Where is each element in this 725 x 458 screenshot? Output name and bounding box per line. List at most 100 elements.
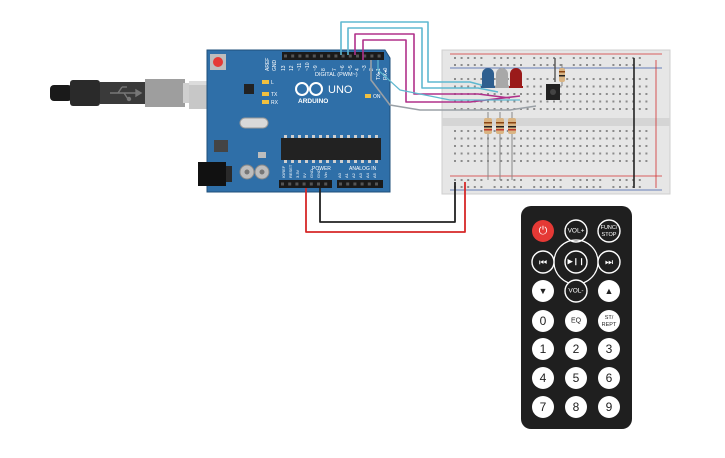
wire-magenta-2[interactable] bbox=[362, 39, 521, 103]
breadboard-hole bbox=[599, 57, 602, 59]
breadboard-hole bbox=[553, 78, 555, 80]
breadboard-hole bbox=[520, 145, 522, 147]
breadboard-hole bbox=[605, 145, 608, 147]
pin-label-6: ~6 bbox=[340, 65, 346, 71]
breadboard-hole bbox=[586, 179, 588, 181]
led-label-rx: RX bbox=[271, 100, 279, 106]
eq-button[interactable]: EQ bbox=[565, 310, 587, 332]
breadboard-hole bbox=[566, 152, 569, 155]
button-4[interactable]: 4 bbox=[532, 367, 554, 389]
st-rept-button[interactable]: ST/ REPT bbox=[598, 310, 620, 332]
breadboard-hole bbox=[500, 108, 503, 110]
breadboard-hole bbox=[605, 100, 608, 103]
button-8[interactable]: 8 bbox=[565, 396, 587, 418]
button-6[interactable]: 6 bbox=[598, 367, 620, 389]
breadboard-hole bbox=[638, 179, 641, 181]
breadboard-hole bbox=[526, 160, 529, 162]
button-2[interactable]: 2 bbox=[565, 338, 587, 360]
wire-cyan-2[interactable] bbox=[347, 27, 499, 93]
chip-leg bbox=[291, 135, 294, 138]
ir-remote[interactable]: ⏻ VOL+ FUNC/ STOP ⏮ ▶❙❙ ⏭ ▼ bbox=[521, 206, 632, 429]
next-button[interactable]: ⏭ bbox=[597, 250, 621, 274]
prev-icon: ⏮ bbox=[539, 257, 547, 267]
analog-label-a0: A0 bbox=[337, 172, 342, 178]
power-button[interactable]: ⏻ bbox=[532, 220, 554, 242]
arduino-uno-board[interactable]: AREF GND 13 12 ~11 ~10 ~9 8 7 ~6 ~5 4 ~3… bbox=[198, 49, 391, 193]
breadboard-hole bbox=[520, 137, 522, 140]
analog-header[interactable] bbox=[337, 180, 383, 188]
vol-down-button[interactable]: VOL- bbox=[564, 279, 588, 303]
breadboard-hole bbox=[500, 64, 503, 66]
down-button[interactable]: ▼ bbox=[532, 280, 554, 302]
breadboard-hole bbox=[625, 57, 628, 59]
vol-up-button[interactable]: VOL+ bbox=[564, 219, 588, 243]
button-3[interactable]: 3 bbox=[598, 338, 620, 360]
prev-button[interactable]: ⏮ bbox=[531, 250, 555, 274]
wire-cyan-3[interactable] bbox=[377, 60, 520, 101]
up-button[interactable]: ▲ bbox=[598, 280, 620, 302]
breadboard-hole bbox=[467, 137, 470, 140]
breadboard-hole bbox=[579, 137, 582, 140]
power-label-vin: Vin bbox=[323, 172, 328, 178]
play-pause-button[interactable]: ▶❙❙ bbox=[564, 250, 588, 274]
button-5-label: 5 bbox=[573, 371, 580, 385]
wire-gray[interactable] bbox=[370, 60, 537, 111]
header-pin-hole bbox=[302, 182, 306, 186]
next-icon: ⏭ bbox=[605, 257, 613, 267]
breadboard-hole bbox=[625, 100, 628, 103]
breadboard-hole bbox=[599, 160, 602, 162]
breadboard-hole bbox=[625, 179, 628, 181]
breadboard-hole bbox=[612, 130, 615, 132]
breadboard-hole bbox=[612, 152, 615, 155]
breadboard-hole bbox=[506, 179, 509, 181]
breadboard-hole bbox=[533, 152, 536, 155]
button-1[interactable]: 1 bbox=[532, 338, 554, 360]
func-stop-button[interactable]: FUNC/ STOP bbox=[597, 219, 621, 243]
button-7[interactable]: 7 bbox=[532, 396, 554, 418]
breadboard-hole bbox=[473, 137, 476, 140]
breadboard-hole bbox=[460, 152, 463, 155]
breadboard-hole bbox=[599, 145, 602, 147]
breadboard-hole bbox=[553, 108, 555, 110]
header-pin-hole bbox=[317, 182, 320, 186]
ir-receiver[interactable] bbox=[546, 58, 560, 100]
led-white[interactable] bbox=[495, 68, 509, 88]
breadboard-hole bbox=[586, 64, 588, 66]
breadboard-hole bbox=[500, 100, 503, 103]
breadboard-hole bbox=[467, 145, 470, 147]
wire-cyan-1[interactable] bbox=[340, 21, 486, 87]
power-label-gnd1: GND bbox=[309, 169, 314, 178]
digital-header[interactable] bbox=[282, 52, 384, 60]
resistor-2[interactable] bbox=[496, 112, 504, 180]
breadboard[interactable] bbox=[441, 49, 671, 195]
wire-magenta-1[interactable] bbox=[354, 33, 511, 99]
breadboard-hole bbox=[533, 85, 536, 88]
led-blue[interactable] bbox=[481, 68, 495, 88]
breadboard-hole bbox=[572, 179, 575, 181]
breadboard-hole bbox=[454, 108, 456, 110]
breadboard-hole bbox=[553, 137, 555, 140]
button-9[interactable]: 9 bbox=[598, 396, 620, 418]
header-pin-hole bbox=[327, 54, 331, 58]
breadboard-hole bbox=[467, 85, 470, 88]
button-0[interactable]: 0 bbox=[532, 310, 554, 332]
button-5[interactable]: 5 bbox=[565, 367, 587, 389]
func-stop-label-1: FUNC/ bbox=[601, 225, 618, 231]
resistor-1[interactable] bbox=[484, 112, 492, 180]
breadboard-hole bbox=[605, 160, 608, 162]
breadboard-hole bbox=[592, 108, 595, 110]
led-red[interactable] bbox=[509, 68, 523, 88]
resistor-top[interactable] bbox=[559, 64, 565, 86]
breadboard-hole bbox=[592, 160, 595, 162]
breadboard-hole bbox=[553, 57, 555, 59]
breadboard-hole bbox=[612, 85, 615, 88]
reset-button[interactable] bbox=[210, 54, 226, 70]
breadboard-hole bbox=[533, 57, 536, 59]
breadboard-hole bbox=[625, 145, 628, 147]
resistor-3[interactable] bbox=[508, 112, 516, 180]
wire-black-gnd[interactable] bbox=[319, 182, 456, 223]
power-jack[interactable] bbox=[198, 162, 232, 186]
breadboard-hole bbox=[592, 137, 595, 140]
pin-label-tx1: TX▸1 bbox=[376, 68, 382, 80]
wire-red-5v[interactable] bbox=[305, 182, 466, 233]
